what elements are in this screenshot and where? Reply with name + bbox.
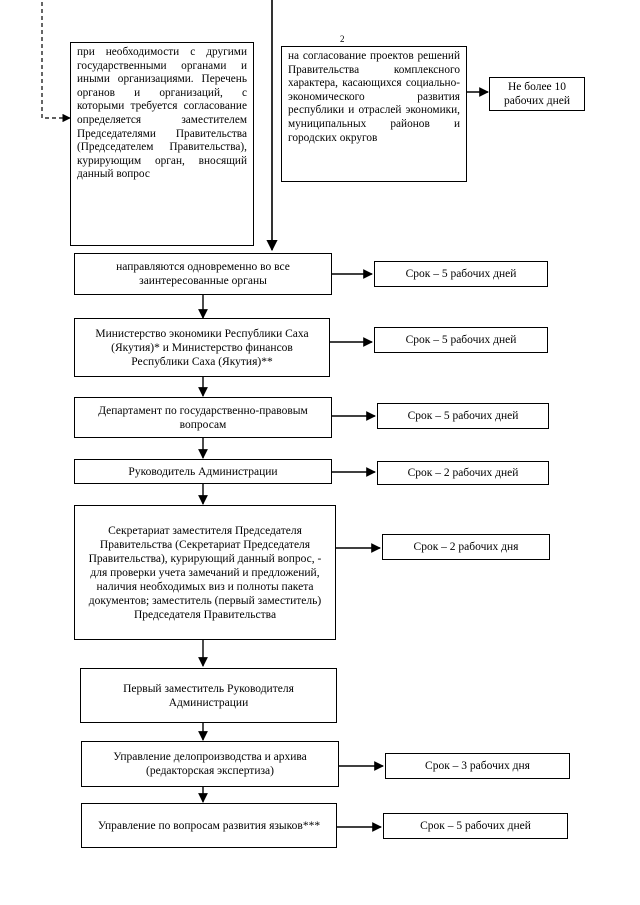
step-box-2: Министерство экономики Республики Саха (…	[74, 318, 330, 377]
note-box-right: на согласование проектов решений Правите…	[281, 46, 467, 182]
term-box-8: Срок – 5 рабочих дней	[383, 813, 568, 839]
term-box-5: Срок – 2 рабочих дня	[382, 534, 550, 560]
term-box-1: Срок – 5 рабочих дней	[374, 261, 548, 287]
step-box-3: Департамент по государственно-правовым в…	[74, 397, 332, 438]
step-box-6: Первый заместитель Руководителя Админист…	[80, 668, 337, 723]
step-box-8: Управление по вопросам развития языков**…	[81, 803, 337, 848]
term-box-3: Срок – 5 рабочих дней	[377, 403, 549, 429]
step-box-1: направляются одновременно во все заинтер…	[74, 253, 332, 295]
term-box-2: Срок – 5 рабочих дней	[374, 327, 548, 353]
page-number: 2	[340, 34, 345, 44]
term-box-top: Не более 10 рабочих дней	[489, 77, 585, 111]
step-box-5: Секретариат заместителя Председателя Пра…	[74, 505, 336, 640]
dashed-connector	[41, 2, 71, 123]
step-box-4: Руководитель Администрации	[74, 459, 332, 484]
term-box-7: Срок – 3 рабочих дня	[385, 753, 570, 779]
step-box-7: Управление делопроизводства и архива (ре…	[81, 741, 339, 787]
term-box-4: Срок – 2 рабочих дней	[377, 461, 549, 485]
note-box-left: при необходимости с другими государствен…	[70, 42, 254, 246]
